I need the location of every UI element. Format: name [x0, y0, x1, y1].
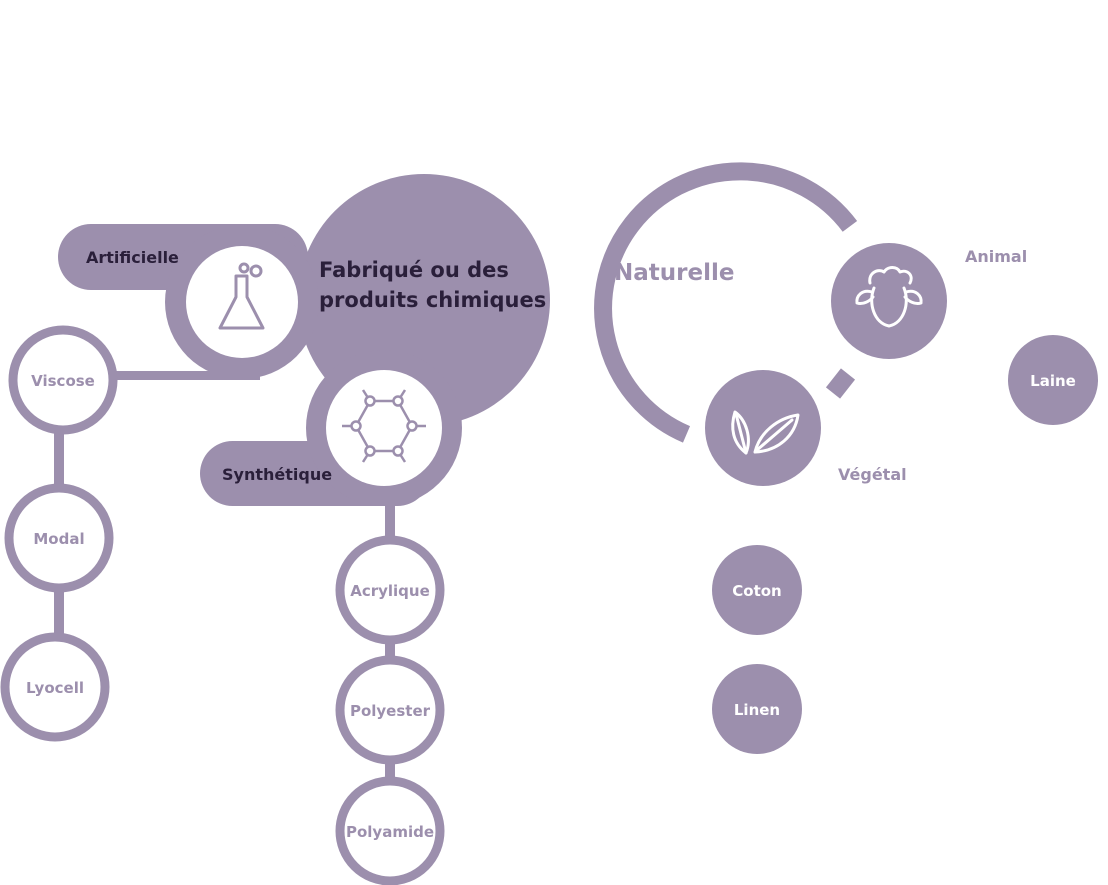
acrylique-label: Acrylique [350, 582, 430, 600]
natural-ring-arc [594, 162, 858, 443]
natural-group: Naturelle Animal Végétal Laine Coton Lin… [594, 162, 1098, 754]
laine-label: Laine [1030, 372, 1076, 390]
flask-icon [218, 262, 265, 330]
coton-node [712, 545, 802, 635]
modal-label: Modal [33, 530, 84, 548]
polyester-node [335, 655, 445, 765]
linen-node [712, 664, 802, 754]
synthetic-children [335, 535, 445, 885]
polyamide-label: Polyamide [346, 823, 434, 841]
manufactured-title-line2: produits chimiques [319, 288, 546, 312]
natural-title: Naturelle [614, 260, 734, 286]
molecule-icon [342, 389, 426, 463]
acrylique-node [335, 535, 445, 645]
polyamide-node [335, 776, 445, 885]
leaf-icon [731, 410, 800, 455]
coton-label: Coton [732, 582, 781, 600]
linen-label: Linen [734, 701, 780, 719]
sheep-icon [855, 266, 923, 328]
viscose-label: Viscose [31, 372, 95, 390]
artificial-label: Artificielle [86, 248, 179, 267]
vegetal-node [705, 370, 821, 486]
manufactured-title-line1: Fabriqué ou des [319, 258, 509, 282]
manufactured-group: Fabriqué ou des produits chimiques Artif… [0, 174, 550, 885]
vegetal-label: Végétal [838, 465, 907, 484]
synthetic-label: Synthétique [222, 465, 332, 484]
viscose-node [8, 325, 118, 435]
artificial-children [0, 325, 118, 742]
animal-node [831, 243, 947, 359]
modal-node [4, 483, 114, 593]
lyocell-label: Lyocell [26, 679, 84, 697]
synthetic-icon-circle [326, 370, 442, 486]
laine-node [1008, 335, 1098, 425]
natural-ring-segment [825, 368, 856, 399]
artificial-icon-circle [186, 246, 298, 358]
lyocell-node [0, 632, 110, 742]
animal-label: Animal [965, 247, 1027, 266]
viscose-connector [110, 371, 260, 380]
polyester-label: Polyester [350, 702, 431, 720]
